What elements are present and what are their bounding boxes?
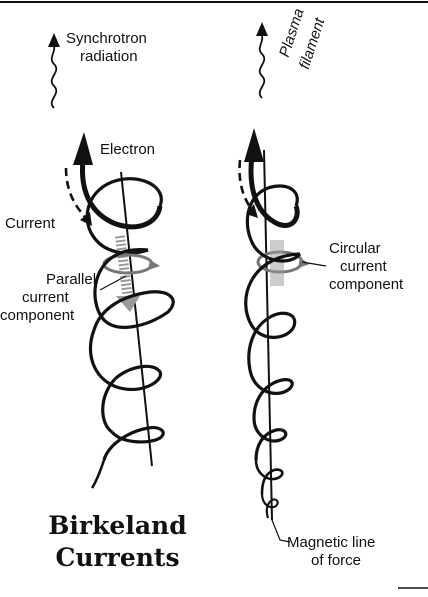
left-parallel-current-stipple [120,236,128,300]
left-helix-loop-3 [90,330,160,432]
left-inner-swirl-arrow [148,260,160,270]
right-helix-loop-6 [262,494,278,518]
right-filament-figure [240,22,327,542]
right-synchrotron-wave [260,36,265,98]
circular-label-line1: Circular [329,240,381,257]
title-line1: Birkeland [30,510,205,542]
synchrotron-label-line1: Synchrotron [66,30,147,47]
magnetic-line-label-line1: Magnetic line [287,534,375,551]
right-helix-loop-3 [250,370,292,418]
title-line2: Currents [30,542,205,574]
left-parallel-leader [100,276,126,290]
left-synchrotron-wave [52,46,57,108]
right-electron-arrowhead [244,128,264,162]
left-helix-tail [92,460,104,488]
left-synchrotron-arrowhead [48,33,60,47]
parallel-label-line1: Parallel [46,271,96,288]
parallel-label-line2: current [22,289,69,306]
electron-label: Electron [100,141,155,158]
current-label: Current [5,215,55,232]
left-magnetic-field-line [121,172,152,466]
right-electron-thick-path [251,156,297,225]
parallel-label-line3: component [0,307,74,324]
right-synchrotron-arrowhead [256,22,268,36]
circular-label-line2: current [340,258,387,275]
circular-label-line3: component [329,276,403,293]
left-electron-arrowhead [73,132,93,165]
right-helix-loop-5 [256,460,282,494]
magnetic-line-label-line2: of force [311,552,361,569]
synchrotron-label-line2: radiation [80,48,138,65]
left-helix-loop-4 [104,428,163,460]
right-stipple-band [270,240,284,286]
left-filament-figure [48,33,173,488]
